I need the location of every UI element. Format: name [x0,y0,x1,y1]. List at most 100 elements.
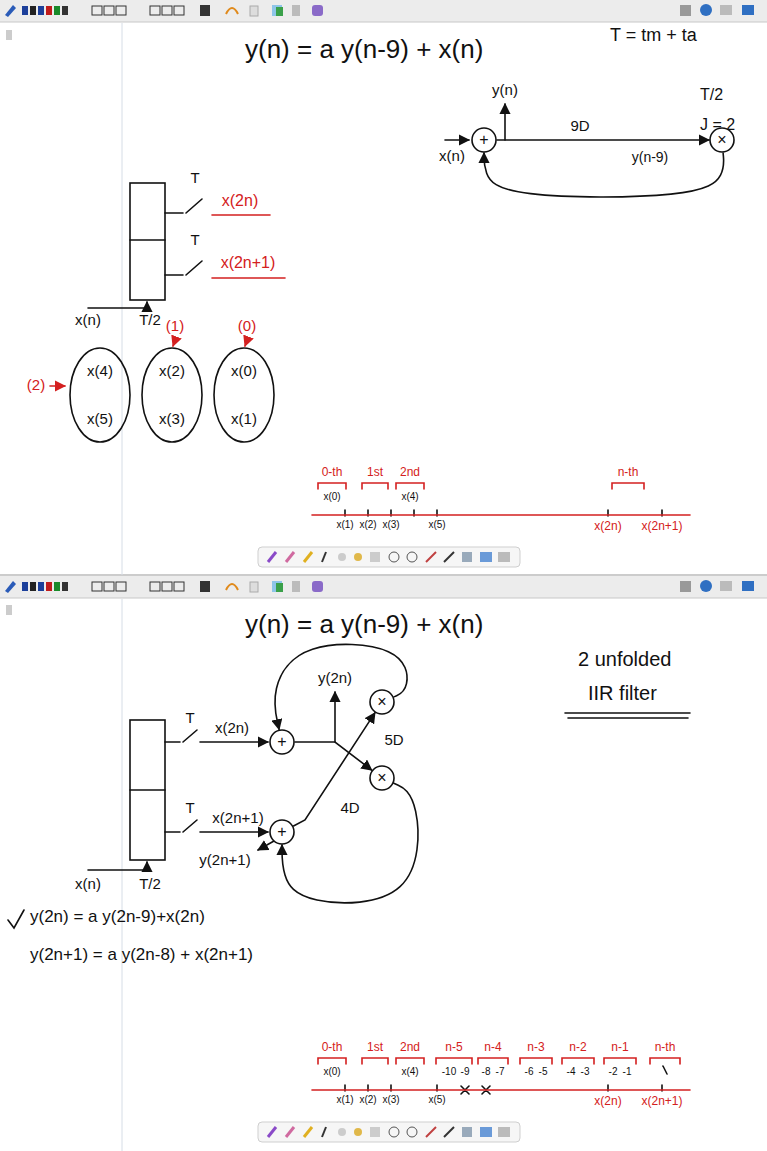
period-label: n-5 [445,1041,462,1054]
rate-label: T/2 [139,876,161,893]
signal-name: y(n-9) [632,150,669,165]
node-text: + [479,131,488,149]
node-text: x(3) [159,411,185,428]
index-label: -4 [567,1066,576,1077]
index-label: -3 [581,1066,590,1077]
multiplier-circle: × [369,689,395,715]
page-icon [6,30,12,40]
signal-name: y(2n+1) [199,852,250,869]
sample-label: x(2) [359,519,376,530]
sample-label: x(5) [428,1094,445,1105]
adder-circle: + [269,729,295,755]
signal-name: y(2n) [318,670,352,687]
period-label: 0-th [322,1041,343,1054]
sample-label: x(1) [336,1094,353,1105]
rate-label: T/2 [139,312,161,329]
signal-name: y(n) [492,82,518,99]
node-text: x(5) [87,411,113,428]
page-margin [122,599,123,1151]
index-label: -2 [609,1066,618,1077]
signal-wire [294,713,375,826]
sample-group: x(4) x(5) [69,347,131,443]
equation: y(2n) = a y(2n-9)+x(2n) [30,908,205,927]
note: T/2 [700,86,723,104]
block-diagram-ink [8,104,690,1094]
switch-label: T [185,710,194,727]
period-label: n-3 [527,1041,544,1054]
sample-label: x(3) [382,1094,399,1105]
index-label: -9 [461,1066,470,1077]
node-text: x(4) [87,363,113,380]
ellipse-outline [213,347,275,443]
screenshot-divider [0,575,767,576]
signal-name: x(2n+1) [212,810,263,827]
group-number: (1) [166,318,184,335]
signal-wire [282,783,418,903]
note: 2 unfolded [578,648,671,670]
period-label: 2nd [400,466,420,479]
signal-wire [295,742,372,770]
index-label: -1 [623,1066,632,1077]
circle-shape [270,730,294,754]
app-toolbar [0,576,767,598]
page-icon [6,605,12,615]
signal-name: x(n) [75,876,101,893]
group-number: (0) [238,318,256,335]
index-label: -6 [525,1066,534,1077]
node-text: × [717,131,726,149]
app-toolbar [0,0,767,22]
switch-label: T [190,170,199,187]
ellipse-shape [214,348,274,442]
signal-name: x(2n) [215,720,249,737]
sample-label: x(0) [323,1066,340,1077]
switch-label: T [185,800,194,817]
ellipse-shape [70,348,130,442]
period-label: 2nd [400,1041,420,1054]
period-label: n-1 [611,1041,628,1054]
sample-label: x(2n) [594,1095,621,1108]
signal-name: x(n) [75,312,101,329]
equation: y(2n+1) = a y(2n-8) + x(2n+1) [30,946,253,965]
ellipse-shape [142,348,202,442]
node-text: × [377,769,386,787]
ellipse-outline [69,347,131,443]
node-text: + [277,823,286,841]
adder-circle: + [471,127,497,153]
node-text: x(0) [231,363,257,380]
signal-wire [497,139,709,141]
circle-shape [370,690,394,714]
sample-label: x(2n) [594,520,621,533]
period-label: 1st [367,1041,383,1054]
index-label: -7 [496,1066,505,1077]
delay-label: 5D [382,732,405,749]
sample-label: x(0) [323,491,340,502]
node-text: × [377,693,386,711]
signal-wire [275,644,407,729]
circle-shape [370,766,394,790]
timing-note: T = tm + ta [610,26,697,46]
index-label: -8 [482,1066,491,1077]
pen-toolbar [258,547,520,567]
sample-group: x(0) x(1) [213,347,275,443]
period-label: 0-th [322,466,343,479]
signal-name: x(2n) [222,192,258,210]
delay-label: 4D [338,800,361,817]
page-margin [122,23,123,575]
signal-wire [484,153,724,197]
period-label: n-th [655,1041,676,1054]
sample-label: x(2n+1) [641,520,682,533]
period-label: n-th [618,466,639,479]
circle-shape [270,820,294,844]
sample-label: x(2) [359,1094,376,1105]
sample-label: x(4) [401,491,418,502]
multiplier-circle: × [369,765,395,791]
index-label: -5 [539,1066,548,1077]
sample-group: x(2)x(3) [141,347,203,443]
sample-label: x(1) [336,519,353,530]
signal-name: x(n) [439,148,465,165]
node-text: x(1) [231,411,257,428]
group-number: (2) [27,377,45,394]
switch-label: T [190,232,199,249]
